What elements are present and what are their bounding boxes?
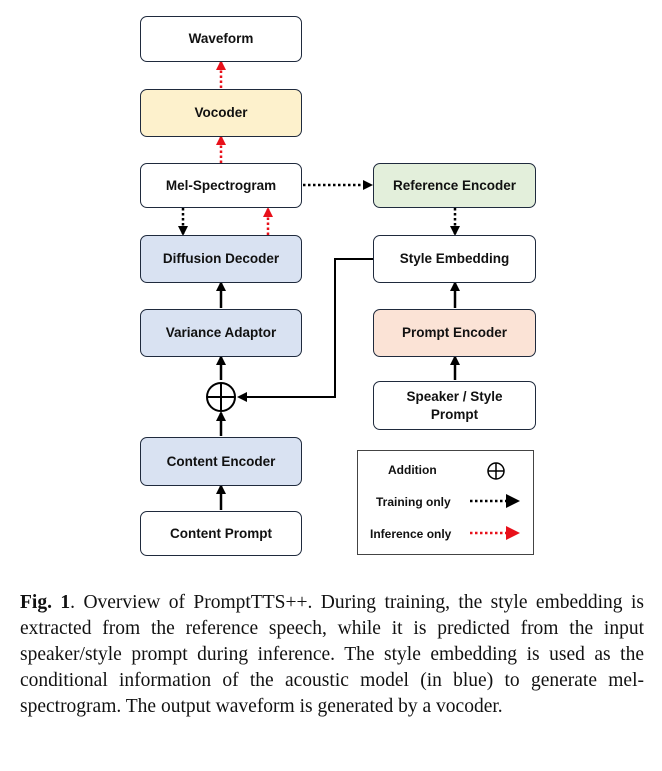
waveform-box: Waveform — [140, 16, 302, 62]
content-prompt-label: Content Prompt — [170, 525, 272, 541]
prompt-encoder-box: Prompt Encoder — [373, 309, 536, 357]
waveform-label: Waveform — [188, 31, 254, 46]
diffusion-decoder-label: Diffusion Decoder — [162, 251, 280, 266]
vocoder-label: Vocoder — [194, 105, 248, 120]
addition-symbol — [206, 382, 236, 412]
variance-adaptor-label: Variance Adaptor — [165, 325, 277, 340]
mel-spectrogram-box: Mel-Spectrogram — [140, 163, 302, 208]
legend: Addition Training only Inference only — [357, 450, 534, 555]
figure-caption: Fig. 1. Overview of PromptTTS++. During … — [20, 590, 644, 720]
content-prompt-box: Content Prompt — [140, 511, 302, 556]
style-embedding-label: Style Embedding — [399, 251, 510, 266]
reference-encoder-box: Reference Encoder — [373, 163, 536, 208]
legend-addition-label: Addition — [388, 463, 437, 477]
speaker-style-prompt-box: Speaker / Style Prompt — [373, 381, 536, 430]
content-encoder-label: Content Encoder — [166, 453, 276, 469]
caption-text: . Overview of PromptTTS++. During traini… — [20, 592, 644, 717]
reference-encoder-label: Reference Encoder — [392, 177, 517, 193]
style-embedding-box: Style Embedding — [373, 235, 536, 283]
variance-adaptor-box: Variance Adaptor — [140, 309, 302, 357]
legend-inference-label: Inference only — [370, 527, 452, 541]
figure-label: Fig. 1 — [20, 592, 71, 613]
diffusion-decoder-box: Diffusion Decoder — [140, 235, 302, 283]
legend-inference-arrow-icon — [470, 526, 520, 540]
vocoder-box: Vocoder — [140, 89, 302, 137]
diagram: Waveform Vocoder Mel-Spectrogram Diffusi… — [140, 16, 536, 556]
arrow-style-to-addition — [237, 258, 373, 402]
legend-addition-icon — [487, 462, 505, 480]
mel-spectrogram-label: Mel-Spectrogram — [165, 177, 277, 193]
content-encoder-box: Content Encoder — [140, 437, 302, 486]
legend-training-arrow-icon — [470, 494, 520, 508]
speaker-style-prompt-line2: Prompt — [430, 406, 479, 422]
diagram-connectors — [178, 60, 460, 510]
prompt-encoder-label: Prompt Encoder — [401, 325, 507, 340]
legend-training-label: Training only — [376, 495, 451, 509]
speaker-style-prompt-line1: Speaker / Style — [406, 388, 503, 404]
